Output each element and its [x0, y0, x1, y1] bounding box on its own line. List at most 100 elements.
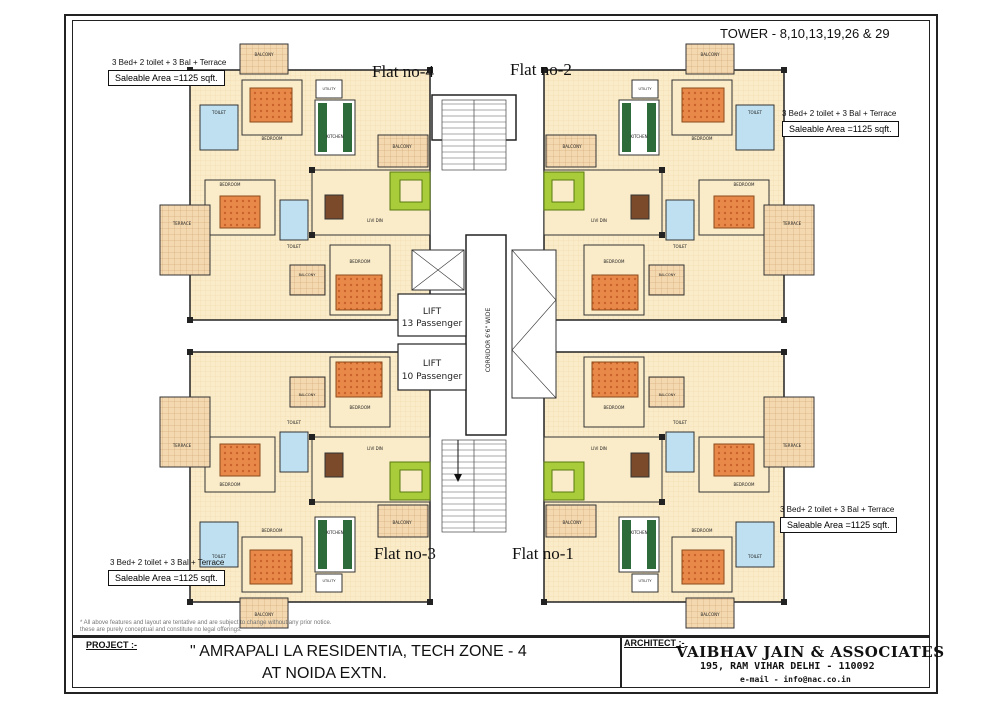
- flat2-label: Flat no-2: [510, 60, 572, 79]
- flat1-plan-bedroom-1-label: BEDROOM: [692, 528, 713, 533]
- flat1-plan-bed-1: [681, 549, 725, 585]
- flat2-plan-toilet-2: [665, 199, 695, 241]
- flat4-plan-kitchen-counter-a: [318, 103, 327, 152]
- flat3-area-box: Saleable Area =1125 sqft.: [108, 570, 225, 586]
- flat3-plan-toilet-2: [279, 431, 309, 473]
- flat1-plan-toilet-2-label: TOILET: [672, 420, 688, 425]
- flat3-plan-balcony-side-label: BALCONY: [392, 520, 412, 525]
- flat1-plan-balcony-top-label: BALCONY: [700, 612, 720, 617]
- flat2-plan-bedroom-1-label: BEDROOM: [692, 136, 713, 141]
- flat2-plan-kitchen-counter-a: [647, 103, 656, 152]
- flats-layer: BALCONY BEDROOM TOILET KITCHEN UTILITY BALCON…: [159, 43, 815, 629]
- flat2-plan-toilet-1: [735, 104, 775, 151]
- flat4-plan-utility: [315, 79, 343, 99]
- flat1-plan: BALCONYBEDROOMTOILETKITCHENUTILITYBALCON…: [541, 349, 815, 629]
- flat2-plan-bedroom-3-label: BEDROOM: [604, 259, 625, 264]
- flat1-plan-dining-table: [630, 452, 650, 478]
- flat3-plan-sofa-inner: [399, 469, 423, 493]
- flat2-plan-column-4: [659, 167, 665, 173]
- flat2-plan-toilet-1-label: TOILET: [747, 110, 763, 115]
- flat4-plan-balcony-small-label: BALCONY: [299, 273, 317, 277]
- flat4-plan-balcony-small: [289, 264, 326, 296]
- flat4-plan-dining-table: [324, 194, 344, 220]
- flat4-plan-balcony-side-label: BALCONY: [392, 144, 412, 149]
- flat3-plan-terrace: [159, 396, 211, 468]
- flat1-spec: 3 Bed+ 2 toilet + 3 Bal + Terrace: [780, 505, 895, 514]
- flat2-plan-sofa-inner: [551, 179, 575, 203]
- flat1-plan-column-0: [781, 599, 787, 605]
- flat2-plan-terrace-label: TERRACE: [782, 221, 802, 226]
- flat4-plan-balcony-top-label: BALCONY: [254, 52, 274, 57]
- flat3-plan-toilet-2-label: TOILET: [286, 420, 302, 425]
- flat2-plan-balcony-side: [545, 134, 597, 168]
- architect-label: ARCHITECT :-: [624, 638, 685, 648]
- flat4-plan-column-4: [309, 167, 315, 173]
- flat2-plan-balcony-top-label: BALCONY: [700, 52, 720, 57]
- flat4-area-box: Saleable Area =1125 sqft.: [108, 70, 225, 86]
- flat2-plan-bed-3: [591, 274, 639, 311]
- flat3-plan-balcony-small-label: BALCONY: [299, 393, 317, 397]
- flat1-plan-bed-2: [713, 443, 755, 477]
- flat2-plan-column-2: [781, 317, 787, 323]
- flat4-plan-bedroom-3-label: BEDROOM: [350, 259, 371, 264]
- flat2-plan-bed-1: [681, 87, 725, 123]
- flat2-plan-bedroom-2-label: BEDROOM: [734, 182, 755, 187]
- flat1-plan-living-label: LIVI DIN: [591, 446, 607, 451]
- flat3-plan-column-0: [187, 599, 193, 605]
- flat3-plan-toilet-1: [199, 521, 239, 568]
- flat1-plan-terrace: [763, 396, 815, 468]
- flat1-area-box: Saleable Area =1125 sqft.: [780, 517, 897, 533]
- flat4-label: Flat no-4: [372, 62, 434, 81]
- flat2-plan-kitchen-label: KITCHEN: [630, 134, 647, 139]
- lift-1-title: LIFT: [423, 307, 442, 317]
- flat2-plan-bed-2: [713, 195, 755, 229]
- flat1-plan-balcony-side-label: BALCONY: [562, 520, 582, 525]
- flat1-plan-toilet-1: [735, 521, 775, 568]
- flat3-plan-utility: [315, 573, 343, 593]
- title-block-divider: [620, 636, 622, 688]
- flat4-plan-column-1: [427, 67, 433, 73]
- flat3-plan-balcony-side: [377, 504, 429, 538]
- flat4-plan: BALCONY BEDROOM TOILET KITCHEN UTILITY BALCON…: [159, 43, 433, 323]
- flat4-plan-toilet-1-label: TOILET: [211, 110, 227, 115]
- flat3-plan-toilet-1-label: TOILET: [211, 554, 227, 559]
- flat4-plan-living-label: LIVI DIN: [367, 218, 383, 223]
- flat3-plan-bedroom-3-label: BEDROOM: [350, 405, 371, 410]
- flat1-plan-utility-label: UTILITY: [639, 579, 653, 583]
- flat1-plan-terrace-label: TERRACE: [782, 443, 802, 448]
- flat4-plan-toilet-2-label: TOILET: [286, 244, 302, 249]
- flat2-plan-balcony-small: [648, 264, 685, 296]
- flat2-plan-column-0: [781, 67, 787, 73]
- disclaimer-line-1: * All above features and layout are tent…: [80, 620, 332, 626]
- flat3-plan: BALCONYBEDROOMTOILETKITCHENUTILITYBALCON…: [159, 349, 433, 629]
- flat3-plan-balcony-small: [289, 376, 326, 408]
- title-block: [72, 636, 930, 688]
- flat3-plan-balcony-top-label: BALCONY: [254, 612, 274, 617]
- flat2-plan-column-1: [541, 67, 547, 73]
- flat1-plan-bedroom-2-label: BEDROOM: [734, 482, 755, 487]
- flat4-plan-sofa-inner: [399, 179, 423, 203]
- flat4-plan-utility-label: UTILITY: [323, 87, 337, 91]
- flat4-plan-balcony-top: [239, 43, 289, 75]
- flat3-spec: 3 Bed+ 2 toilet + 3 Bal + Terrace: [110, 558, 225, 567]
- flat3-plan-dining-table: [324, 452, 344, 478]
- flat3-plan-bed-1: [249, 549, 293, 585]
- flat4-plan-kitchen-label: KITCHEN: [326, 134, 343, 139]
- flat3-plan-bedroom-2-label: BEDROOM: [220, 482, 241, 487]
- flat3-plan-living-label: LIVI DIN: [367, 446, 383, 451]
- flat3-plan-column-4: [309, 499, 315, 505]
- flat3-plan-bedroom-1-label: BEDROOM: [262, 528, 283, 533]
- flat1-label: Flat no-1: [512, 544, 574, 563]
- flat1-plan-sofa-inner: [551, 469, 575, 493]
- flat2-plan-terrace: [763, 204, 815, 276]
- architect-name: VAIBHAV JAIN & ASSOCIATES: [676, 643, 945, 661]
- project-name: " AMRAPALI LA RESIDENTIA, TECH ZONE - 4: [190, 643, 527, 660]
- flat3-plan-bed-3: [335, 361, 383, 398]
- flat4-plan-kitchen-counter-b: [343, 103, 352, 152]
- flat3-plan-column-2: [187, 349, 193, 355]
- flat2-plan-kitchen-counter-b: [622, 103, 631, 152]
- flat2-plan-dining-table: [630, 194, 650, 220]
- flat4-plan-bed-3: [335, 274, 383, 311]
- flat1-plan-bed-3: [591, 361, 639, 398]
